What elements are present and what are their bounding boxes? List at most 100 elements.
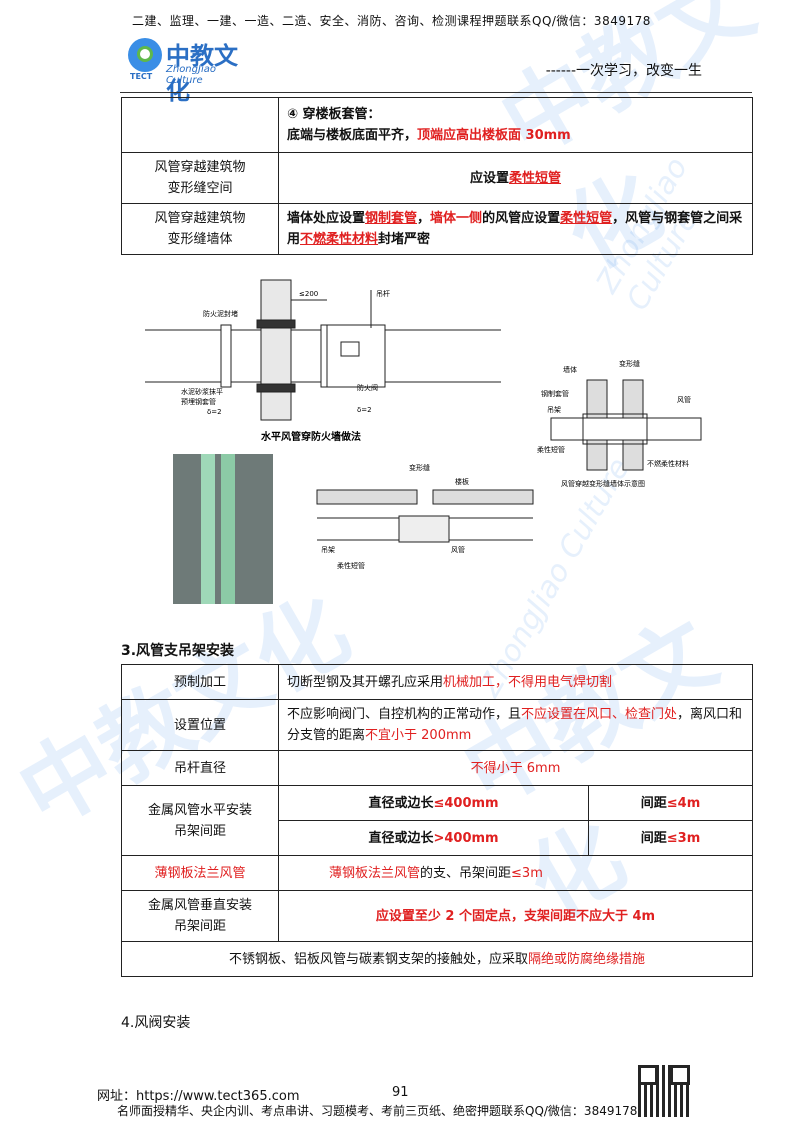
- table-cell: 间距≤4m: [588, 785, 753, 821]
- highlight-text: 不得用电气焊切割: [508, 674, 613, 690]
- site-photo-pipe: [201, 454, 215, 604]
- qr-code-icon: [638, 1065, 690, 1117]
- footer-contact-line: 名师面授精华、央企内训、考点串讲、习题模考、考前三页纸、绝密押题联系QQ/微信：…: [117, 1104, 638, 1118]
- logo-text-tect: TECT: [130, 72, 153, 81]
- fig1-label-fire-seal: 防火泥封堵: [203, 309, 238, 318]
- fig1-label-delta1: δ=2: [207, 408, 222, 416]
- fig3-label-slab: 楼板: [455, 477, 469, 486]
- text-span: ，: [417, 211, 431, 226]
- cell-line: 底端与楼板底面平齐，顶端应高出楼板面 30mm: [287, 125, 744, 146]
- fig2-label-material: 不燃柔性材料: [647, 459, 689, 468]
- fig-deformation-joint-wall: [550, 379, 702, 471]
- figures-svg: 防火泥封堵 ≤200 吊杆 水泥砂浆抹平 预埋钢套管 δ=2 防火阀 δ=2 水…: [145, 279, 702, 604]
- site-photo-pipe: [221, 454, 235, 604]
- fig1-label-delta2: δ=2: [357, 406, 372, 414]
- table-cell: 风管穿越建筑物变形缝空间: [121, 152, 279, 204]
- logo-text-en: ZhongJiao Culture: [166, 64, 216, 86]
- header-slogan: ------一次学习，改变一生: [545, 63, 702, 79]
- table-cell: 薄钢板法兰风管: [121, 855, 279, 891]
- table-cell: 不应影响阀门、自控机构的正常动作，且不应设置在风口、检查门处，离风口和分支管的距…: [278, 699, 753, 751]
- table-row: 不锈钢板、铝板风管与碳素钢支架的接触处，应采取隔绝或防腐绝缘措施: [121, 941, 753, 977]
- fig1-label-hanger: 吊杆: [376, 289, 390, 298]
- highlight-text: ，: [495, 674, 509, 690]
- header-divider: [120, 92, 752, 93]
- fig-fire-wall-duct: [145, 279, 501, 421]
- cell-line: 风管穿越建筑物: [154, 211, 246, 226]
- fig2-caption: 风管穿越变形缝墙体示意图: [561, 479, 645, 488]
- cell-line: 金属风管垂直安装: [147, 898, 252, 913]
- fig1-label-damper: 防火阀: [357, 383, 378, 392]
- hanger-install-table: 预制加工 切断型钢及其开螺孔应采用机械加工，不得用电气焊切割 设置位置 不应影响…: [121, 664, 753, 977]
- table-row: 风管穿越建筑物变形缝空间 应设置柔性短管: [121, 152, 753, 204]
- highlight-text: 不应设置在风口、检查门处: [521, 707, 678, 722]
- highlight-text: 钢制套管: [365, 211, 418, 226]
- highlight-text: ≤3m: [511, 865, 543, 881]
- cell-line: 金属风管水平安装: [147, 802, 252, 818]
- highlight-text: 顶端应高出楼板面 30mm: [417, 128, 571, 143]
- fig3-label-duct: 风管: [451, 545, 465, 554]
- text-span: 间距: [640, 795, 667, 811]
- text-span: ，风管与钢套管之间采用: [287, 211, 743, 247]
- text-span: 的支、吊架间距: [420, 865, 512, 881]
- highlight-text: 机械加工: [443, 674, 496, 690]
- highlight-text: 柔性短管: [509, 170, 562, 186]
- text-span: 不锈钢板、铝板风管与碳素钢支架的接触处，应采取: [228, 951, 528, 967]
- fig1-label-dim: ≤200: [299, 290, 318, 298]
- table-cell: ④ 穿楼板套管： 底端与楼板底面平齐，顶端应高出楼板面 30mm: [278, 97, 753, 153]
- text-span: 不应影响阀门、自控机构的正常动作，且: [287, 707, 522, 722]
- table-cell: 直径或边长>400mm: [277, 820, 590, 856]
- page-number: 91: [392, 1085, 409, 1100]
- table-cell: [121, 97, 279, 153]
- table-cell: 金属风管垂直安装吊架间距: [121, 890, 279, 942]
- text-span: 直径或边长: [368, 830, 434, 846]
- fig3-label-hanger: 吊架: [321, 546, 335, 554]
- table-cell: 墙体处应设置钢制套管，墙体一侧的风管应设置柔性短管，风管与钢套管之间采用不燃柔性…: [278, 203, 753, 255]
- table-row: 预制加工 切断型钢及其开螺孔应采用机械加工，不得用电气焊切割: [121, 664, 753, 700]
- table-cell: 设置位置: [121, 699, 279, 751]
- table-cell: 预制加工: [121, 664, 279, 700]
- highlight-text: 柔性短管: [560, 211, 613, 226]
- fig2-label-sleeve: 钢制套管: [541, 389, 569, 398]
- duct-penetration-table: ④ 穿楼板套管： 底端与楼板底面平齐，顶端应高出楼板面 30mm 风管穿越建筑物…: [121, 97, 753, 255]
- table-cell: 应设置至少 2 个固定点，支架间距不应大于 4m: [278, 890, 753, 942]
- table-row: 金属风管垂直安装吊架间距 应设置至少 2 个固定点，支架间距不应大于 4m: [121, 890, 753, 942]
- figures-area: 防火泥封堵 ≤200 吊杆 水泥砂浆抹平 预埋钢套管 δ=2 防火阀 δ=2 水…: [121, 270, 753, 615]
- table-cell: 薄钢板法兰风管的支、吊架间距≤3m: [278, 855, 753, 891]
- cell-line: 变形缝空间: [167, 181, 233, 196]
- highlight-text: ≤3m: [666, 830, 701, 846]
- table-cell: 金属风管水平安装吊架间距: [121, 785, 279, 856]
- fig2-label-hanger: 吊架: [547, 406, 561, 414]
- text-span: 封堵严密: [378, 232, 431, 247]
- table-cell: 吊杆直径: [121, 750, 279, 786]
- highlight-text: 墙体一侧: [430, 211, 483, 226]
- brand-logo: 中教文化 ZhongJiao Culture TECT: [128, 36, 248, 105]
- text-span: 底端与楼板底面平齐，: [287, 128, 418, 143]
- table-row: 直径或边长>400mm 间距≤3m: [122, 820, 753, 856]
- table-cell: 直径或边长≤400mm: [277, 785, 590, 821]
- table-row: 吊杆直径 不得小于 6mm: [121, 750, 753, 786]
- fig2-label-duct: 风管: [677, 395, 691, 404]
- table-cell: 应设置柔性短管: [278, 152, 753, 204]
- highlight-text: 隔绝或防腐绝缘措施: [528, 951, 646, 967]
- text-span: 的风管应设置: [482, 211, 561, 226]
- text-span: ，离风口和分支管的距离: [287, 707, 743, 743]
- table-row: 风管穿越建筑物变形缝墙体 墙体处应设置钢制套管，墙体一侧的风管应设置柔性短管，风…: [121, 203, 753, 255]
- text-span: 墙体处应设置: [287, 211, 366, 226]
- highlight-text: 薄钢板法兰风管: [329, 865, 421, 881]
- highlight-text: ≤400mm: [433, 795, 499, 811]
- fig2-label-flex: 柔性短管: [537, 445, 565, 454]
- header-contact-line: 二建、监理、一建、一造、二造、安全、消防、咨询、检测课程押题联系QQ/微信：38…: [132, 14, 651, 28]
- fig1-label-mortar: 水泥砂浆抹平: [181, 387, 223, 396]
- text-span: 直径或边长: [368, 795, 434, 811]
- cell-line: 吊架间距: [173, 919, 226, 934]
- table-row: ④ 穿楼板套管： 底端与楼板底面平齐，顶端应高出楼板面 30mm: [121, 97, 753, 153]
- fig2-label-wall: 墙体: [563, 365, 577, 374]
- text-span: 间距: [640, 830, 667, 846]
- cell-line: 吊架间距: [173, 823, 226, 839]
- footer-website[interactable]: 网址：https://www.tect365.com: [97, 1089, 300, 1104]
- fig2-label-gap: 变形缝: [619, 359, 640, 368]
- fig3-label-flex: 柔性短管: [337, 561, 365, 570]
- fig-deformation-joint-slab: [316, 489, 534, 543]
- table-row: 薄钢板法兰风管 薄钢板法兰风管的支、吊架间距≤3m: [121, 855, 753, 891]
- table-cell: 切断型钢及其开螺孔应采用机械加工，不得用电气焊切割: [278, 664, 753, 700]
